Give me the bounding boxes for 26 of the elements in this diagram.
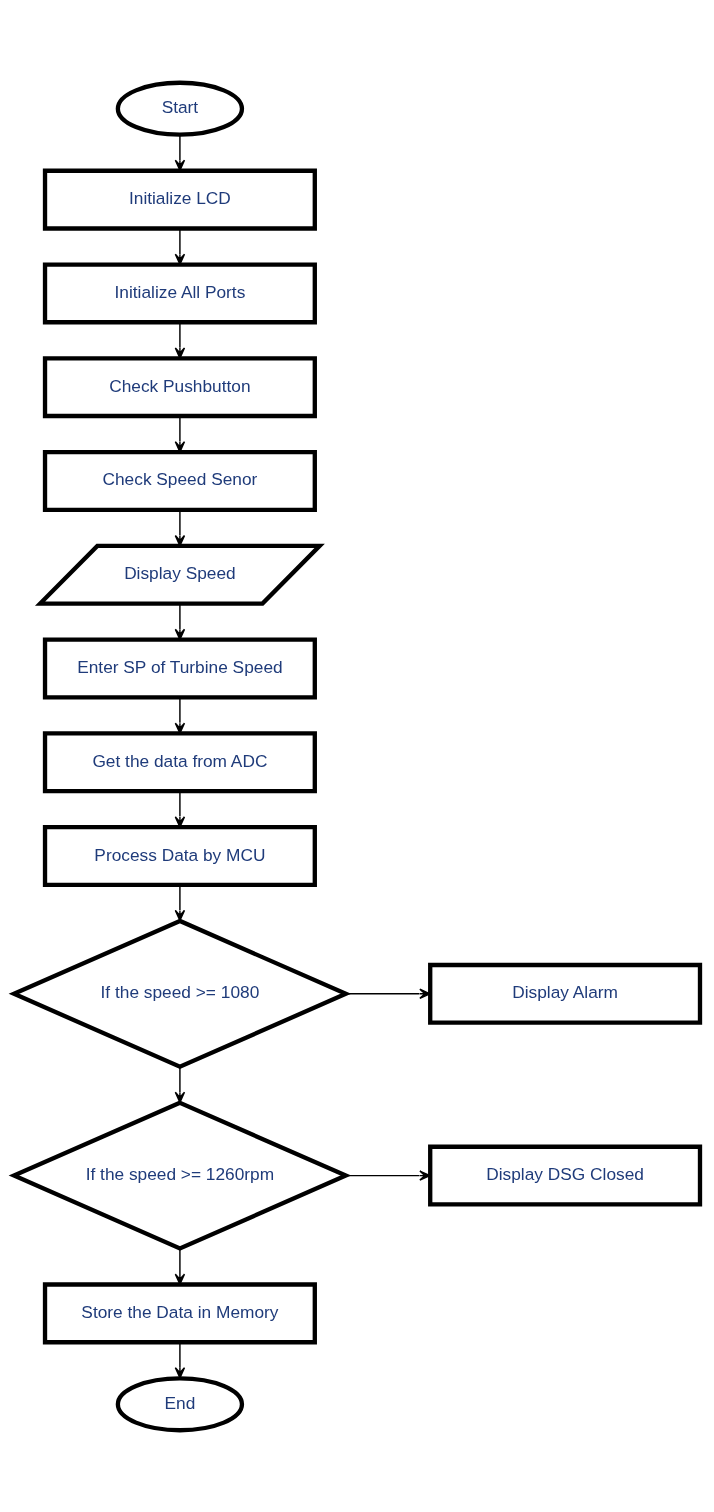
arrow bbox=[174, 133, 186, 171]
arrow bbox=[174, 227, 186, 265]
arrow bbox=[174, 1247, 186, 1285]
arrow bbox=[174, 415, 186, 453]
node-diamond: If the speed >= 1260rpm bbox=[8, 1099, 352, 1251]
node-box: Check Pushbutton bbox=[42, 355, 317, 418]
node-ellipse: End bbox=[115, 1375, 245, 1432]
node-box: Display Alarm bbox=[428, 962, 703, 1025]
node-box: Initialize All Ports bbox=[42, 261, 317, 324]
arrow bbox=[174, 884, 186, 921]
node-box: Process Data by MCU bbox=[42, 824, 317, 887]
node-box: Display DSG Closed bbox=[428, 1144, 703, 1207]
arrow bbox=[174, 1341, 186, 1379]
arrow bbox=[174, 321, 186, 359]
node-box: Check Speed Senor bbox=[42, 449, 317, 512]
arrow bbox=[174, 696, 186, 734]
arrow bbox=[345, 988, 431, 999]
arrow bbox=[174, 602, 186, 640]
node-box: Initialize LCD bbox=[42, 168, 317, 231]
node-ellipse: Start bbox=[115, 80, 245, 137]
node-box: Enter SP of Turbine Speed bbox=[42, 636, 317, 699]
node-box: Get the data from ADC bbox=[42, 730, 317, 793]
arrow bbox=[174, 790, 186, 828]
arrow bbox=[345, 1169, 431, 1181]
node-box: Store the Data in Memory bbox=[42, 1281, 317, 1344]
arrow bbox=[174, 1065, 186, 1103]
